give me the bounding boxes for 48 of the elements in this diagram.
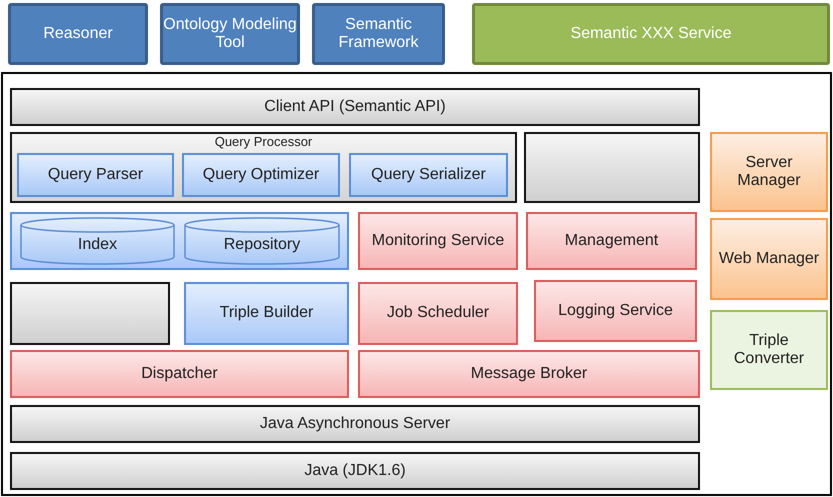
- component-label: Message Broker: [470, 364, 588, 384]
- component-box: [349, 153, 508, 197]
- storage-group: [10, 212, 349, 270]
- component-label: Triple Builder: [220, 304, 314, 323]
- component-box: [10, 88, 700, 126]
- component-label: Job Scheduler: [386, 304, 490, 323]
- component-box: [10, 452, 700, 490]
- service-box: [526, 212, 697, 270]
- component-label: Java (JDK1.6): [304, 462, 406, 480]
- component-label: Query Parser: [48, 166, 144, 184]
- component-label: Ontology Modeling Tool: [163, 16, 297, 52]
- component-box: [10, 282, 170, 345]
- service-box: [358, 350, 700, 398]
- component-label: Query Serializer: [371, 166, 486, 184]
- component-box: [17, 153, 174, 197]
- component-box: [524, 132, 700, 203]
- component-label: Client API (Semantic API): [264, 98, 446, 116]
- component-label: Triple Converter: [732, 332, 806, 368]
- service-box: [472, 3, 830, 65]
- component-box: [182, 153, 340, 197]
- group-title: Query Processor: [214, 135, 314, 150]
- component-label: Query Optimizer: [202, 166, 320, 184]
- application-box: [8, 3, 148, 65]
- query-processor-box: [10, 132, 517, 203]
- application-box: [160, 3, 300, 65]
- component-label: Web Manager: [718, 250, 820, 268]
- component-box: [184, 282, 349, 345]
- component-label: Monitoring Service: [372, 232, 504, 250]
- component-label: Dispatcher: [141, 364, 218, 384]
- component-label: Management: [564, 232, 658, 250]
- converter-box: [710, 310, 828, 390]
- component-label: Repository: [224, 236, 300, 254]
- component-box: [10, 405, 700, 443]
- component-label: Index: [78, 236, 118, 254]
- service-box: [358, 282, 518, 345]
- service-box: [10, 350, 349, 398]
- component-label: Server Manager: [736, 154, 802, 190]
- component-label: Semantic XXX Service: [570, 25, 732, 43]
- platform-frame: [1, 72, 832, 496]
- manager-box: [710, 218, 828, 300]
- component-label: Reasoner: [43, 25, 113, 43]
- component-label: Logging Service: [558, 302, 673, 320]
- service-box: [358, 212, 518, 270]
- component-label: Java Asynchronous Server: [260, 414, 450, 434]
- manager-box: [710, 132, 828, 212]
- component-label: Semantic Framework: [337, 16, 420, 52]
- service-box: [534, 280, 697, 342]
- application-box: [312, 3, 445, 65]
